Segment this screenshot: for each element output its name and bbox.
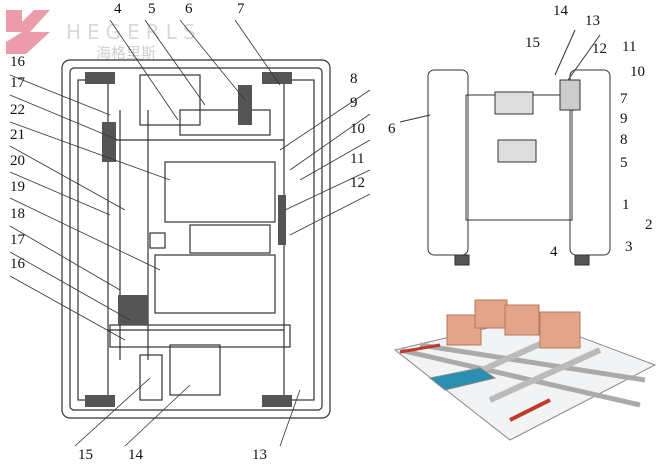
callout-label: 20 [10, 153, 25, 169]
callout-label: 5 [620, 155, 628, 171]
callout-label: 13 [585, 13, 600, 29]
callout-label: 9 [620, 111, 628, 127]
callout-label: 16 [10, 54, 25, 70]
3d-shuttle-frame [399, 29, 611, 266]
callout-label: 12 [350, 175, 365, 191]
callout-label: 14 [553, 3, 568, 19]
callout-label: 8 [620, 132, 628, 148]
callout-label: 9 [350, 95, 358, 111]
callout-label: 4 [114, 1, 122, 17]
callout-label: 21 [10, 127, 25, 143]
callout-label: 11 [350, 151, 365, 167]
callout-label: 2 [645, 217, 653, 233]
callout-label: 19 [10, 179, 25, 195]
callout-label: 17 [10, 232, 25, 248]
callout-label: 6 [185, 1, 193, 17]
callout-label: 7 [620, 91, 628, 107]
warehouse-rendering [393, 299, 657, 441]
callout-label: 18 [10, 206, 25, 222]
callout-label: 11 [622, 39, 637, 55]
callout-label: 22 [10, 102, 25, 118]
logo-text-cn: 海格里斯 [96, 44, 157, 62]
callout-label: 3 [625, 239, 633, 255]
callout-label: 10 [350, 121, 365, 137]
logo-text: HEGERLS [66, 20, 202, 44]
logo-bolt-icon [6, 10, 50, 54]
top-view-schematic [9, 19, 371, 447]
callout-label: 17 [10, 75, 25, 91]
callout-label: 8 [350, 71, 358, 87]
callout-label: 5 [148, 1, 156, 17]
callout-label: 1 [622, 197, 630, 213]
callout-label: 12 [592, 41, 607, 57]
callout-label: 6 [388, 121, 396, 137]
callout-label: 7 [237, 1, 245, 17]
callout-label: 15 [78, 447, 93, 463]
callout-label: 16 [10, 256, 25, 272]
logo: HEGERLS 海格里斯 [0, 8, 200, 64]
callout-label: 4 [550, 244, 558, 260]
callout-label: 15 [525, 35, 540, 51]
callout-label: 13 [252, 447, 267, 463]
callout-label: 10 [630, 64, 645, 80]
callout-label: 14 [128, 447, 143, 463]
